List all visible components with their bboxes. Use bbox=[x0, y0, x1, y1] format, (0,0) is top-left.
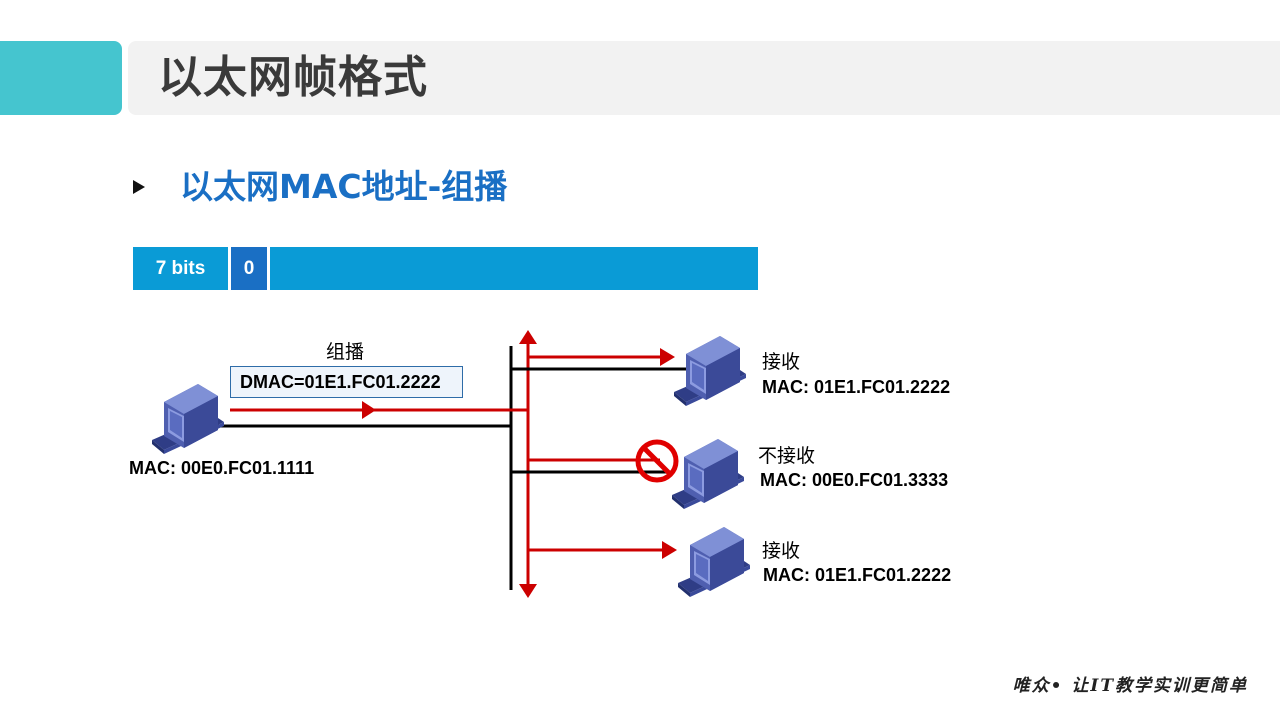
receiver-1-mac-label: MAC: 01E1.FC01.2222 bbox=[762, 377, 951, 397]
bullet-triangle-icon bbox=[133, 180, 145, 194]
receiver-3-mac-label: MAC: 01E1.FC01.2222 bbox=[763, 565, 952, 585]
distribution-arrow-up bbox=[519, 330, 537, 344]
title-bar bbox=[128, 41, 1280, 115]
frame-type-label: 组播 bbox=[326, 341, 365, 363]
receiver-3-status: 接收 bbox=[762, 540, 801, 562]
sender-mac-label: MAC: 00E0.FC01.1111 bbox=[129, 458, 315, 478]
receiver-2-status: 不接收 bbox=[758, 445, 816, 467]
footer-slogan: 唯众• 让IT教学实训更简单 bbox=[1012, 676, 1248, 696]
bit-field-7bits: 7 bits bbox=[133, 247, 228, 290]
prohibited-icon bbox=[635, 439, 679, 483]
page-title: 以太网帧格式 bbox=[158, 52, 428, 103]
receiver-2-computer-icon bbox=[672, 439, 744, 509]
receiver-3-arrowhead bbox=[662, 541, 677, 559]
receiver-1-computer-icon bbox=[674, 336, 746, 406]
sender-computer-icon bbox=[152, 384, 224, 454]
bit-field-rest bbox=[270, 247, 758, 290]
dmac-label-box: DMAC=01E1.FC01.2222 bbox=[230, 366, 463, 398]
title-accent-bar bbox=[0, 41, 122, 115]
sender-flow-arrowhead bbox=[362, 401, 376, 419]
receiver-1-status: 接收 bbox=[762, 351, 801, 373]
receiver-3-computer-icon bbox=[678, 527, 750, 597]
bit-field-bar: 7 bits 0 bbox=[133, 247, 758, 290]
bit-field-multicast-bit: 0 bbox=[231, 247, 267, 290]
receiver-2-mac-label: MAC: 00E0.FC01.3333 bbox=[760, 470, 949, 490]
receiver-1-arrowhead bbox=[660, 348, 675, 366]
section-subtitle: 以太网MAC地址-组播 bbox=[180, 167, 508, 206]
distribution-arrow-down bbox=[519, 584, 537, 598]
